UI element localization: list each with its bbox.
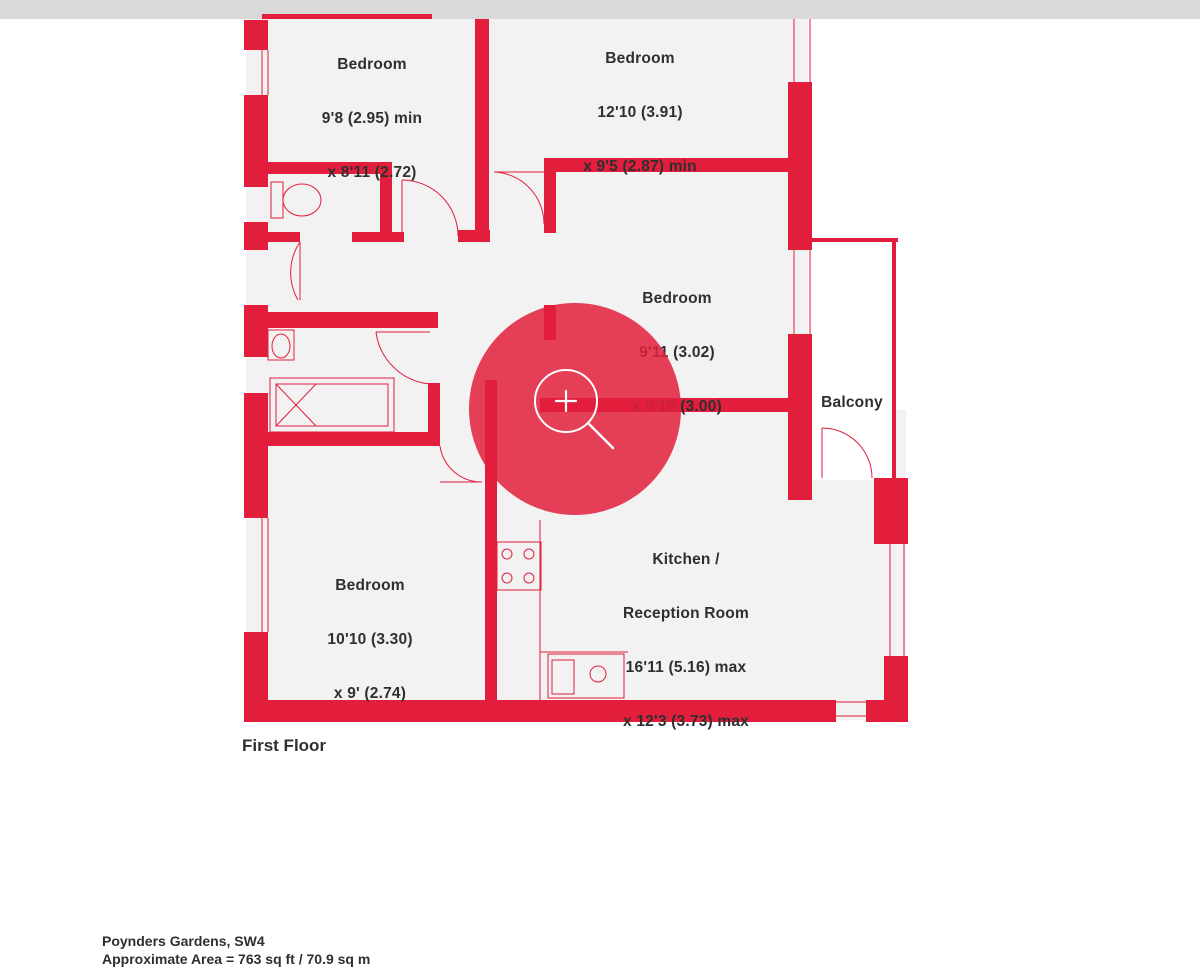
room-name: Bedroom <box>337 56 407 73</box>
room-dimension: 16'11 (5.16) max <box>625 659 747 676</box>
room-label-bedroom-bottom-left: Bedroom 10'10 (3.30) x 9' (2.74) <box>300 541 440 721</box>
room-name: Kitchen / <box>652 551 720 568</box>
property-info: Poynders Gardens, SW4 Approximate Area =… <box>102 932 370 968</box>
room-dimension: 10'10 (3.30) <box>327 631 413 648</box>
room-name: Bedroom <box>335 577 405 594</box>
room-dimension: x 12'3 (3.73) max <box>623 713 749 730</box>
room-name: Reception Room <box>623 605 749 622</box>
property-area: Approximate Area = 763 sq ft / 70.9 sq m <box>102 951 371 967</box>
room-label-balcony: Balcony <box>812 358 892 430</box>
room-label-bedroom-top-left: Bedroom 9'8 (2.95) min x 8'11 (2.72) <box>300 20 444 200</box>
zoom-button[interactable] <box>469 303 681 515</box>
zoom-in-icon <box>534 369 615 450</box>
room-dimension: 9'8 (2.95) min <box>321 110 423 127</box>
room-label-kitchen: Kitchen / Reception Room 16'11 (5.16) ma… <box>602 515 770 749</box>
room-dimension: x 9' (2.74) <box>333 685 407 702</box>
floor-label: First Floor <box>242 736 327 755</box>
room-dimension: x 9'5 (2.87) min <box>583 158 697 175</box>
room-name: Balcony <box>821 394 883 411</box>
room-dimension: x 8'11 (2.72) <box>327 164 417 181</box>
room-name: Bedroom <box>605 50 675 67</box>
room-dimension: 12'10 (3.91) <box>597 104 683 121</box>
room-label-bedroom-top-mid: Bedroom 12'10 (3.91) x 9'5 (2.87) min <box>560 14 720 194</box>
property-address: Poynders Gardens, SW4 <box>102 933 265 949</box>
room-name: Bedroom <box>642 290 712 307</box>
